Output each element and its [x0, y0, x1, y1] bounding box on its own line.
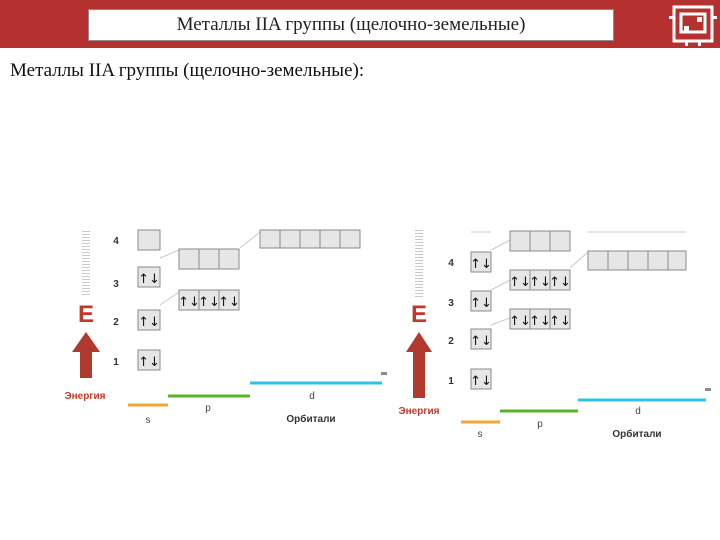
electron-pair: ↑↓ [509, 314, 531, 329]
s-label: s [146, 415, 151, 426]
level-label: 1 [448, 376, 454, 387]
level-label: 2 [113, 317, 119, 328]
page-title: Металлы IIA группы (щелочно-земельные) [88, 9, 614, 41]
energy-symbol: E [78, 301, 94, 328]
orbital-diagram-right: E Энергия 4 3 2 1 ↑↓ ↑↓ ↑↓ ↑↓ ↑↓ ↑↓ ↑↓ ↑… [399, 230, 711, 440]
electron-pair: ↑↓ [138, 355, 160, 370]
orbital-cell-3d [339, 229, 361, 249]
scale-marker [705, 388, 711, 391]
energy-arrow-icon [406, 332, 432, 398]
level-label: 2 [448, 336, 454, 347]
electron-pair: ↑↓ [549, 275, 571, 290]
p-label: p [537, 419, 543, 430]
orbital-cell-3d [587, 250, 609, 271]
energy-arrow-icon [72, 332, 100, 378]
orbital-cell-2p [549, 308, 571, 330]
orbital-cell-3d [607, 250, 629, 271]
orbital-cell-3d [299, 229, 321, 249]
level-label: 4 [448, 258, 454, 269]
level-label: 4 [113, 236, 119, 247]
electron-pair: ↑↓ [470, 334, 492, 349]
orbital-cell-3p [198, 248, 220, 270]
p-label: p [205, 403, 211, 414]
connector-line [239, 231, 261, 249]
orbital-cell-3d [319, 229, 341, 249]
orbital-cell-1s [137, 349, 161, 371]
slide-subtitle: Металлы IIA группы (щелочно-земельные): [10, 60, 365, 81]
orbitals-label: Орбитали [286, 413, 335, 425]
connector-line [159, 249, 180, 259]
electron-pair: ↑↓ [529, 275, 551, 290]
orbital-cell-3d [279, 229, 301, 249]
orbital-cell-4p [509, 230, 531, 252]
electron-pair: ↑↓ [470, 374, 492, 389]
electron-pair: ↑↓ [138, 272, 160, 287]
d-label: d [635, 406, 641, 417]
orbital-cell-3p [178, 248, 200, 270]
connector-line [159, 291, 180, 306]
electron-pair: ↑↓ [529, 314, 551, 329]
orbital-cell-1s [470, 368, 492, 390]
d-label: d [309, 391, 315, 402]
scale-marker [381, 372, 387, 375]
orbital-cell-2s [137, 309, 161, 331]
level-label: 3 [113, 279, 119, 290]
connector-line [569, 251, 589, 269]
orbital-cell-3d [259, 229, 281, 249]
electron-pair: ↑↓ [198, 295, 220, 310]
orbital-cell-3s [470, 290, 492, 312]
orbital-cell-4s [470, 251, 492, 273]
electron-pair: ↑↓ [470, 296, 492, 311]
orbital-cell-4p [529, 230, 551, 252]
orbital-cell-2s [470, 328, 492, 350]
orbital-cell-3d [667, 250, 687, 271]
level-label: 1 [113, 357, 119, 368]
orbitals-label: Орбитали [612, 428, 661, 440]
electron-pair: ↑↓ [178, 295, 200, 310]
level-label: 3 [448, 298, 454, 309]
orbital-cell-3p [218, 248, 240, 270]
orbital-cell-3p [549, 269, 571, 291]
orbital-cell-3d [647, 250, 669, 271]
energy-label: Энергия [399, 406, 440, 417]
electron-pair: ↑↓ [138, 315, 160, 330]
orbital-cell-3s [137, 266, 161, 288]
electron-pair: ↑↓ [549, 314, 571, 329]
orbital-cell-4p [549, 230, 571, 252]
connector-line [490, 239, 511, 251]
connector-line [490, 279, 511, 291]
electron-pair: ↑↓ [218, 295, 240, 310]
orbital-cell-3d [627, 250, 649, 271]
s-label: s [478, 429, 483, 440]
connector-line [490, 317, 511, 326]
energy-symbol: E [411, 301, 427, 328]
orbital-diagram-left: E Энергия 4 3 2 1 ↑↓ ↑↓ ↑↓ ↑↓ ↑↓ ↑↓ [65, 229, 387, 426]
electron-pair: ↑↓ [470, 257, 492, 272]
robot-logo-icon [669, 5, 717, 46]
electron-pair: ↑↓ [509, 275, 531, 290]
orbital-cell-2p [218, 289, 240, 311]
energy-label: Энергия [65, 391, 106, 402]
orbital-cell-4s [137, 229, 161, 251]
